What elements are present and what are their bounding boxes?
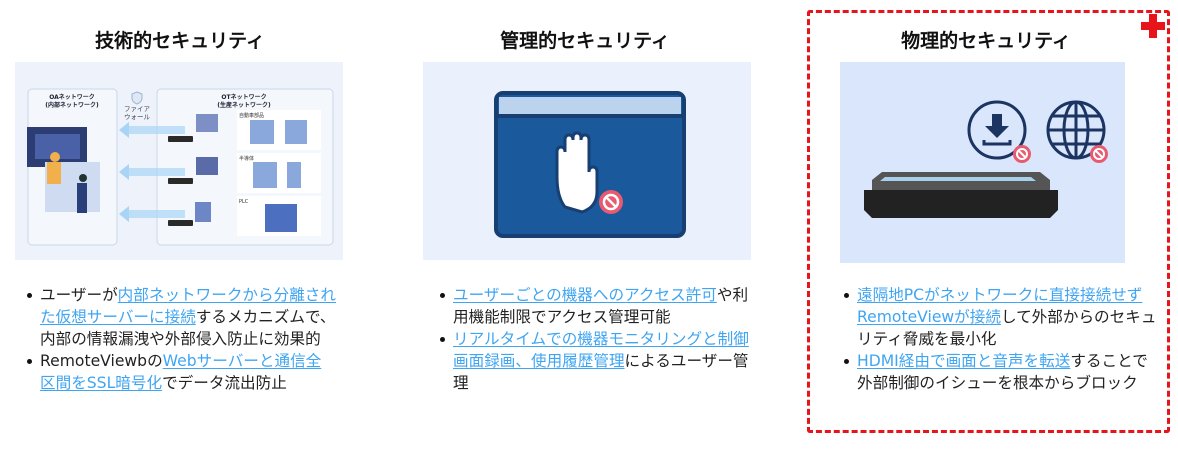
text: によるユーザー管理 [453,352,749,392]
list-item: HDMI経由で画面と音声を転送することで外部制御のイシューを根本からブロック [844,350,1157,394]
access-block-image [423,62,751,260]
device-image [840,62,1125,263]
oa-label: OAネットワーク [49,93,95,101]
plus-icon [1141,14,1165,38]
firewall-label-1: ファイア [124,105,151,113]
technical-bullets: ユーザーが内部ネットワークから分離された仮想サーバーに接続するメカニズムで、内部… [27,284,336,394]
firewall-label-2: ウォール [124,113,151,121]
physical-bullets: 遠隔地PCがネットワークに直接接続せずRemoteViewが接続して外部からのセ… [844,284,1157,394]
download-blocked-icon [967,100,1031,163]
link[interactable]: ユーザーごとの機器へのアクセス許可 [453,286,717,304]
link[interactable]: Webサーバーと通信全区間をSSL暗号化 [40,352,322,392]
link[interactable]: リアルタイムでの機器モニタリングと制御画面録画、使用履歴管理 [453,330,749,370]
physical-security-title: 物理的セキュリティ [901,30,1071,52]
oa-sub: (内部ネットワーク) [45,101,99,109]
text: でデータ流出防止 [162,374,287,392]
list-item: ユーザーが内部ネットワークから分離された仮想サーバーに接続するメカニズムで、内部… [27,284,336,350]
technical-security-title: 技術的セキュリティ [95,30,265,52]
hand-stop-icon [555,131,623,214]
highlight-dashed-border [807,10,1170,433]
ot-label: OTネットワーク [221,93,266,101]
link[interactable]: 内部ネットワークから分離された仮想サーバーに接続 [40,286,336,326]
ot-sub: (生産ネットワーク) [217,101,271,109]
row-label-semi: 半導体 [239,155,254,162]
administrative-bullets: ユーザーごとの機器へのアクセス許可や利用機能制限でアクセス管理可能 リアルタイム… [440,284,749,394]
blocked-icon [599,190,623,214]
text: ユーザーが [40,286,118,304]
row-label-auto: 自動車部品 [239,112,264,119]
remoteview-device-icon [864,172,1058,218]
firewall-shield-icon [131,91,143,105]
administrative-security-title: 管理的セキュリティ [500,30,670,52]
network-diagram-image: OAネットワーク (内部ネットワーク) OTネットワーク (生産ネットワーク) … [15,62,343,260]
list-item: 遠隔地PCがネットワークに直接接続せずRemoteViewが接続して外部からのセ… [844,284,1157,350]
globe-blocked-icon [1046,100,1108,163]
text: するメカニズムで、内部の情報漏洩や外部侵入防止に効果的 [40,308,336,348]
list-item: RemoteViewbのWebサーバーと通信全区間をSSL暗号化でデータ流出防止 [27,350,336,394]
text: や利用機能制限でアクセス管理可能 [453,286,749,326]
row-label-plc: PLC [239,199,249,205]
link[interactable]: 遠隔地PCがネットワークに直接接続せずRemoteViewが接続 [857,286,1143,326]
link[interactable]: HDMI経由で画面と音声を転送 [857,352,1071,370]
text: して外部からのセキュリティ脅威を最小化 [857,308,1157,348]
text: RemoteViewbの [40,352,163,370]
text: することで外部制御のイシューを根本からブロック [857,352,1148,392]
list-item: ユーザーごとの機器へのアクセス許可や利用機能制限でアクセス管理可能 [440,284,749,328]
list-item: リアルタイムでの機器モニタリングと制御画面録画、使用履歴管理によるユーザー管理 [440,328,749,394]
